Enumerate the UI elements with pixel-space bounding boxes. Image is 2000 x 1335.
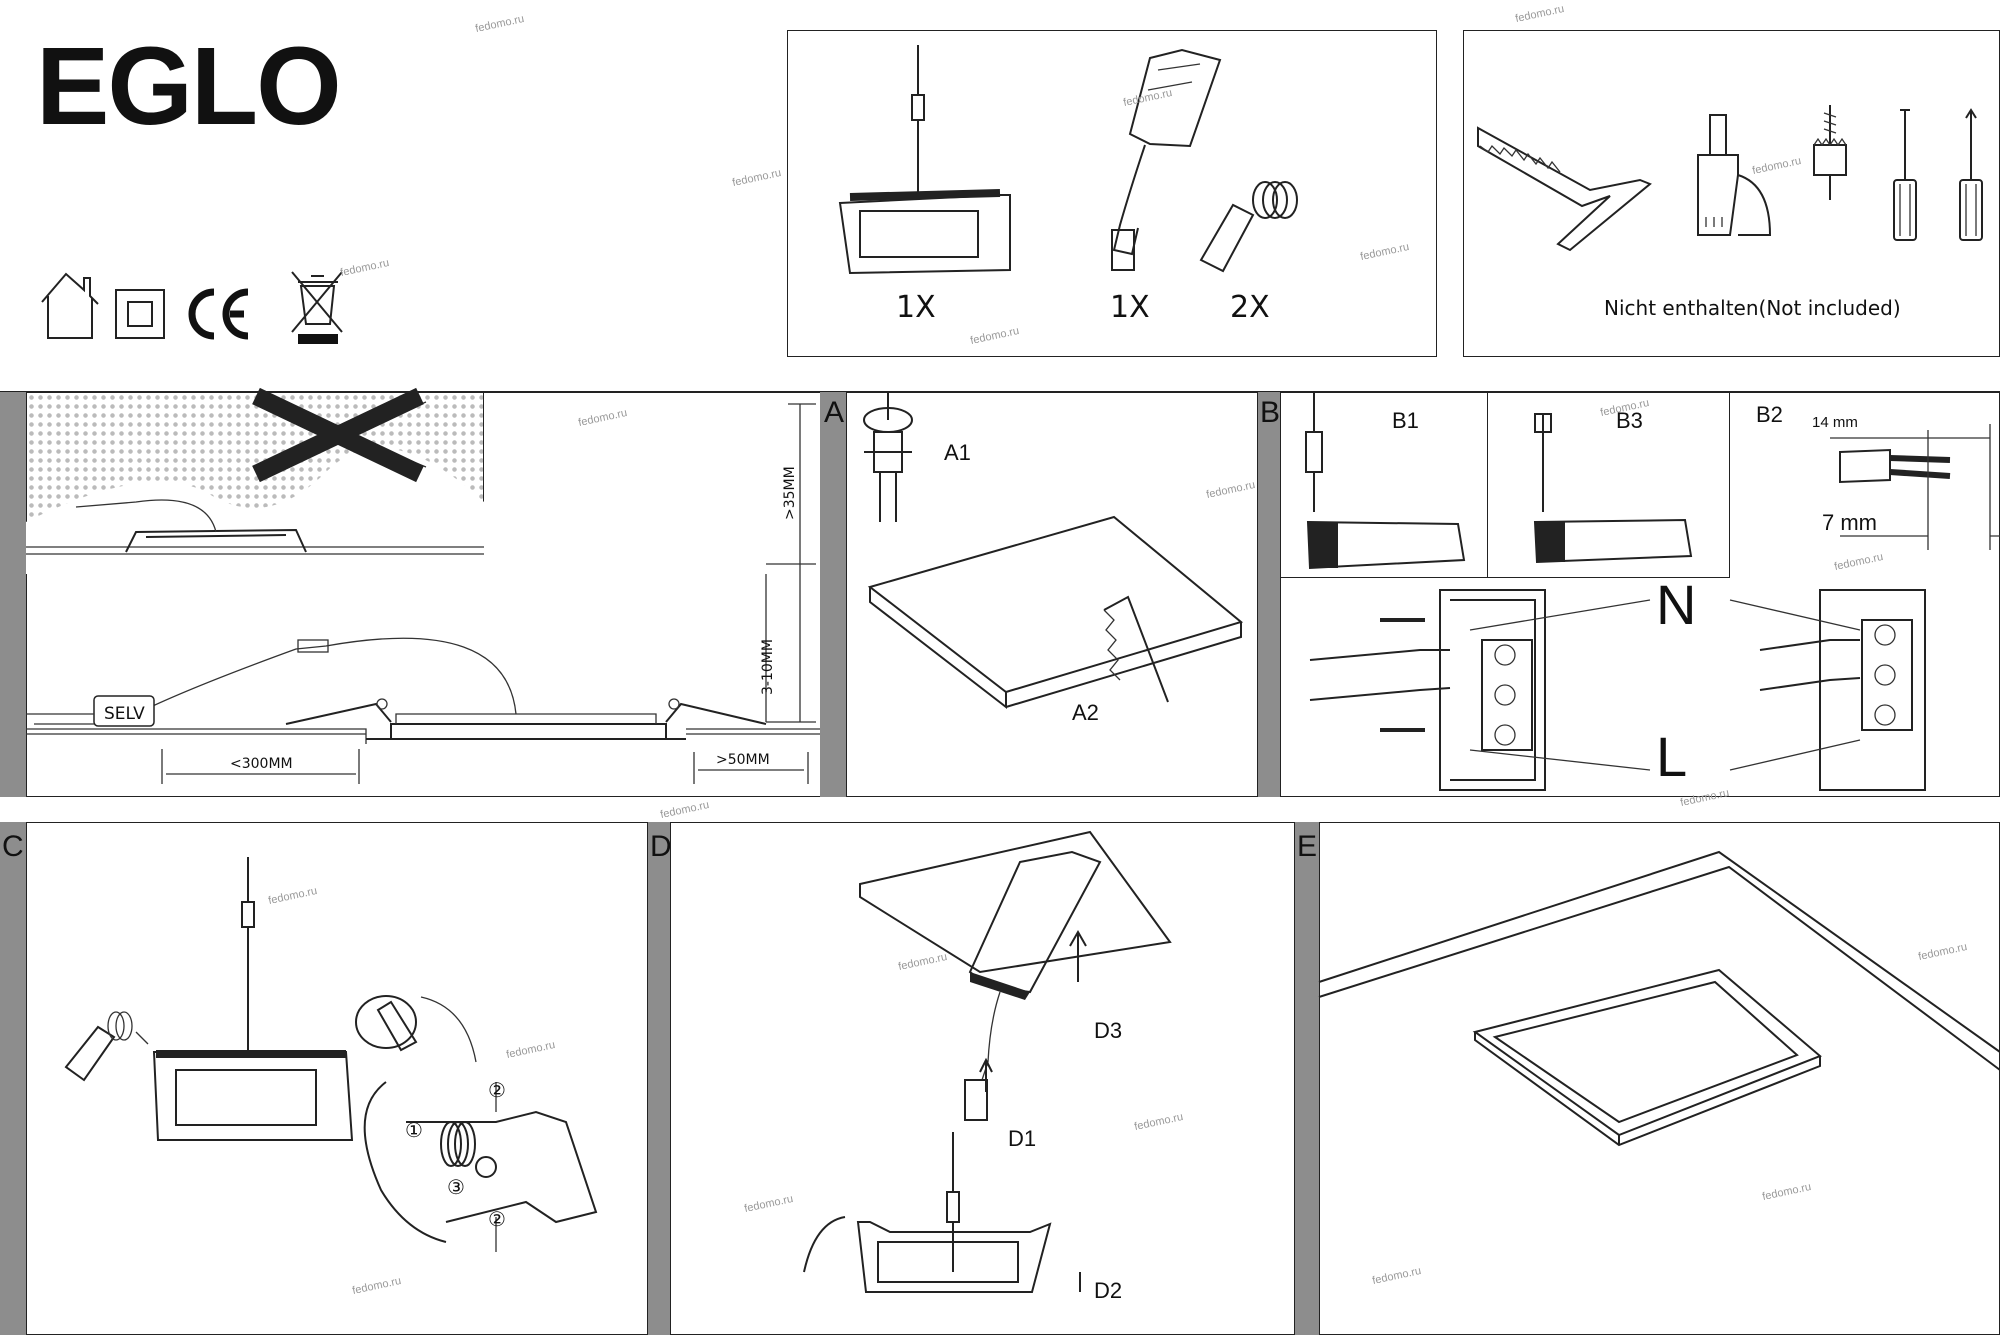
step-a-panel [846, 392, 1258, 797]
step-d-divider [648, 822, 670, 1335]
step-b2-strip-drawing [1830, 424, 2000, 550]
spring-clip-icon [1199, 181, 1298, 273]
step-b2-label: B2 [1756, 402, 1783, 427]
step-c-num-2: ② [488, 1078, 506, 1102]
brand-logo: EGLO [36, 25, 342, 148]
neutral-label: N [1656, 573, 1697, 636]
step-b-letter: B [1260, 396, 1281, 429]
dim-height-label: >35MM [782, 466, 798, 520]
step-b-divider [1258, 392, 1280, 797]
dim-edge-label: >50MM [716, 752, 770, 768]
step-c-panel [26, 822, 648, 1335]
step-d-drawing [803, 830, 1172, 1293]
saw-icon [1477, 126, 1652, 252]
nl-connector-lines [1469, 599, 1861, 771]
panel-light-icon [838, 45, 1011, 275]
step-d-letter: D [650, 830, 672, 863]
step-b3-driver-drawing [1533, 413, 1693, 564]
cross-out-mark [252, 387, 424, 483]
step-b3-label: B3 [1616, 408, 1643, 433]
hole-saw-bit-icon [1813, 105, 1847, 200]
step-e-letter: E [1297, 830, 1318, 863]
dim-ceiling-label: 3-10MM [760, 639, 776, 695]
tools-not-included-note: Nicht enthalten(Not included) [1604, 296, 1901, 320]
step-c-num-2b: ② [488, 1207, 506, 1231]
certification-icons [41, 271, 343, 344]
step-c-num-1: ① [405, 1118, 423, 1142]
step-a-drawing [863, 392, 1244, 710]
weee-bin-icon [291, 271, 343, 344]
flat-screwdriver-icon [1893, 109, 1917, 241]
dim-cable-label: <300MM [230, 756, 293, 772]
step-d2-label: D2 [1094, 1278, 1123, 1303]
step-c-drawing [64, 857, 598, 1252]
contents-qty-clips: 2X [1230, 290, 1270, 325]
strip-outer-label: 14 mm [1812, 414, 1858, 431]
step-b1-driver-drawing [1305, 392, 1466, 570]
strip-inner-label: 7 mm [1822, 510, 1877, 535]
cross-screwdriver-icon [1959, 108, 1983, 241]
led-driver-icon [1111, 48, 1222, 271]
step-b1-label: B1 [1392, 408, 1419, 433]
step-c-divider [0, 822, 26, 1335]
step-a2-label: A2 [1072, 700, 1099, 725]
overview-installation-drawing [26, 403, 821, 784]
terminal-block-right [1759, 589, 1926, 791]
step-d3-label: D3 [1094, 1018, 1123, 1043]
class-ii-icon [115, 289, 165, 339]
step-a-divider [820, 392, 846, 797]
terminal-block-left [1309, 589, 1546, 791]
step-divider [0, 392, 26, 797]
step-c-letter: C [2, 830, 24, 863]
step-e-divider [1295, 822, 1319, 1335]
selv-label: SELV [104, 704, 145, 724]
live-label: L [1656, 725, 1688, 788]
hole-saw-drill-icon [1697, 114, 1772, 236]
step-c-num-3: ③ [447, 1175, 465, 1199]
ce-mark-icon [188, 288, 249, 340]
step-d1-label: D1 [1008, 1126, 1037, 1151]
step-a1-label: A1 [944, 440, 971, 465]
house-icon [41, 272, 99, 339]
step-e-panel [1319, 822, 2000, 1335]
step-a-letter: A [824, 396, 845, 429]
contents-qty-light: 1X [896, 290, 936, 325]
watermark: fedomo.ru [659, 798, 711, 822]
contents-qty-driver: 1X [1110, 290, 1150, 325]
step-e-drawing [1318, 850, 2000, 1147]
